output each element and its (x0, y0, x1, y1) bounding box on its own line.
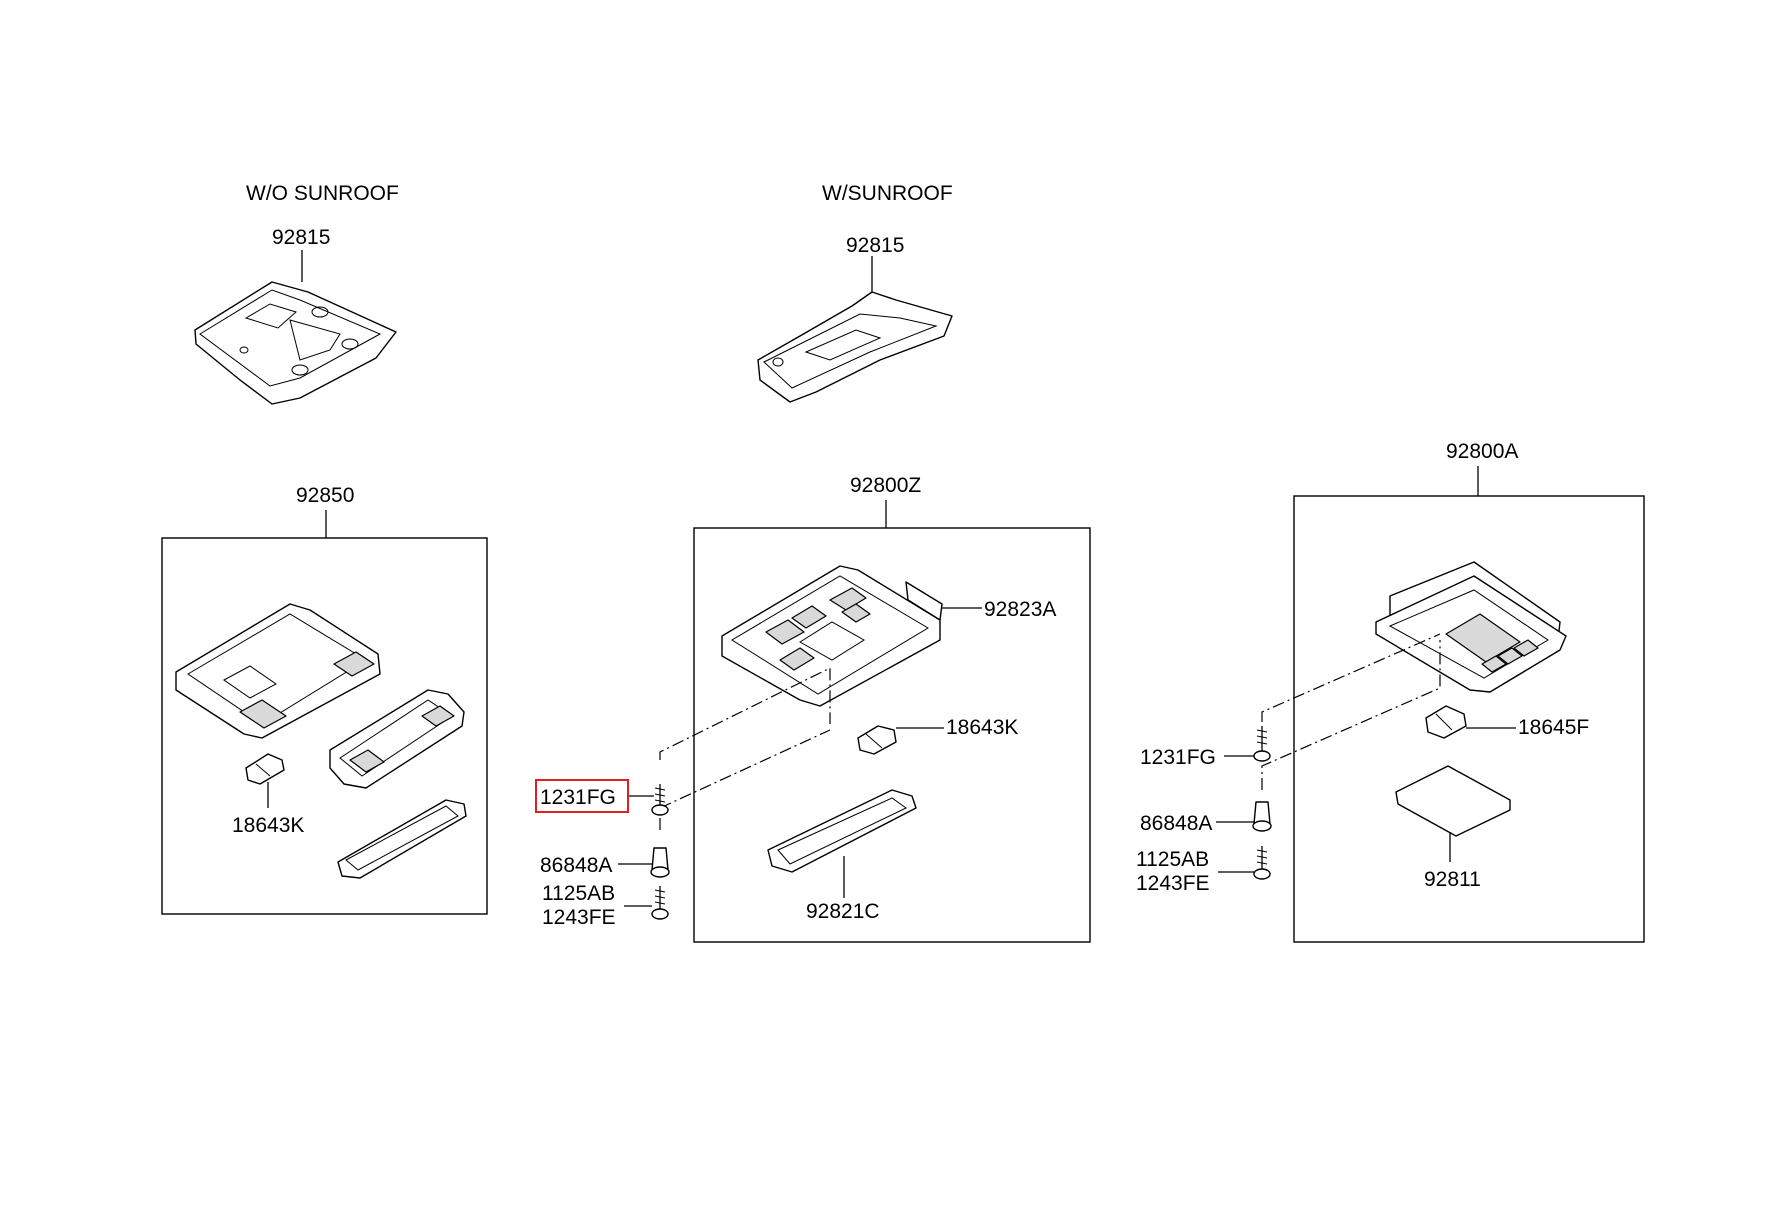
clip-right-86848A (1252, 801, 1272, 832)
bracket-without-sunroof (194, 250, 397, 405)
label-bracket-without-sunroof: 92815 (272, 226, 330, 249)
box-assy-92800A (1293, 495, 1645, 943)
label-lamp-housing-mid: 92823A (984, 598, 1056, 621)
screw-right-1231FG (1253, 726, 1271, 762)
label-clip-right: 86848A (1140, 812, 1212, 835)
lamp-base-left (329, 689, 465, 789)
label-bulb-right: 18645F (1518, 716, 1589, 739)
clip-mid-86848A (650, 847, 670, 878)
label-assy-92800Z: 92800Z (850, 474, 921, 497)
label-assy-92850: 92850 (296, 484, 354, 507)
screw-right-1125AB (1253, 846, 1271, 880)
label-screw-right-b2: 1243FE (1136, 872, 1210, 895)
lamp-housing-right (1375, 561, 1567, 693)
screw-mid-1125AB (651, 886, 669, 920)
lens-left (337, 799, 467, 879)
label-screw-mid-b2: 1243FE (542, 906, 616, 929)
lens-right (1395, 765, 1511, 837)
map-lamp-housing-left (175, 603, 381, 739)
label-assy-92800A: 92800A (1446, 440, 1518, 463)
highlight-box (535, 779, 629, 813)
box-assy-92850 (161, 537, 488, 915)
screw-mid-1231FG (651, 784, 669, 816)
label-screw-mid-b1: 1125AB (542, 882, 615, 905)
bulb-mid (857, 725, 897, 755)
bulb-right (1425, 705, 1467, 739)
label-bracket-with-sunroof: 92815 (846, 234, 904, 257)
bracket-with-sunroof (757, 256, 953, 403)
heading-with-sunroof: W/SUNROOF (822, 182, 953, 205)
label-screw-mid-a: 1231FG (540, 786, 616, 809)
label-bulb-mid: 18643K (946, 716, 1018, 739)
lamp-housing-mid (721, 565, 943, 707)
label-screw-right-a: 1231FG (1140, 746, 1216, 769)
label-bulb-left: 18643K (232, 814, 304, 837)
label-lens-mid: 92821C (806, 900, 880, 923)
lens-mid (767, 789, 917, 873)
bulb-left (245, 753, 285, 808)
label-screw-right-b1: 1125AB (1136, 848, 1209, 871)
label-clip-mid: 86848A (540, 854, 612, 877)
label-lens-right: 92811 (1424, 868, 1481, 891)
heading-without-sunroof: W/O SUNROOF (246, 182, 399, 205)
